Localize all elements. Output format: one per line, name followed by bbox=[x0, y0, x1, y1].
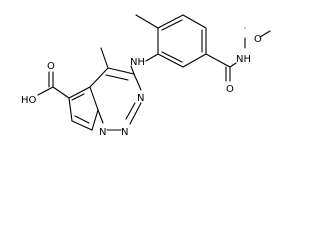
acid-hydroxyl-label: HO bbox=[21, 95, 37, 106]
chemical-structure-diagram: HO O NH N N N O NH O bbox=[21, 14, 271, 138]
carboxylic-acid-group bbox=[37, 71, 70, 99]
acid-carbonyl-oxygen-label: O bbox=[47, 61, 55, 72]
aryl-methyl-bond bbox=[135, 14, 159, 29]
amine-nh-label: NH bbox=[130, 57, 145, 68]
core-methyl-bond bbox=[100, 47, 109, 69]
amine-linker-bonds bbox=[130, 53, 159, 75]
ring-nitrogen-right-label: N bbox=[137, 93, 144, 104]
ring-nitrogen-bottom-left-label: N bbox=[99, 127, 106, 138]
ring-nitrogen-bottom-right-label: N bbox=[121, 127, 128, 138]
pyrrolotriazine-core bbox=[68, 67, 142, 131]
methoxy-oxygen-label: O bbox=[254, 34, 262, 45]
benzene-ring bbox=[157, 14, 207, 68]
methoxyamide-group bbox=[205, 27, 271, 82]
amide-nh-label: NH bbox=[236, 54, 251, 65]
amide-oxygen-label: O bbox=[226, 84, 234, 95]
